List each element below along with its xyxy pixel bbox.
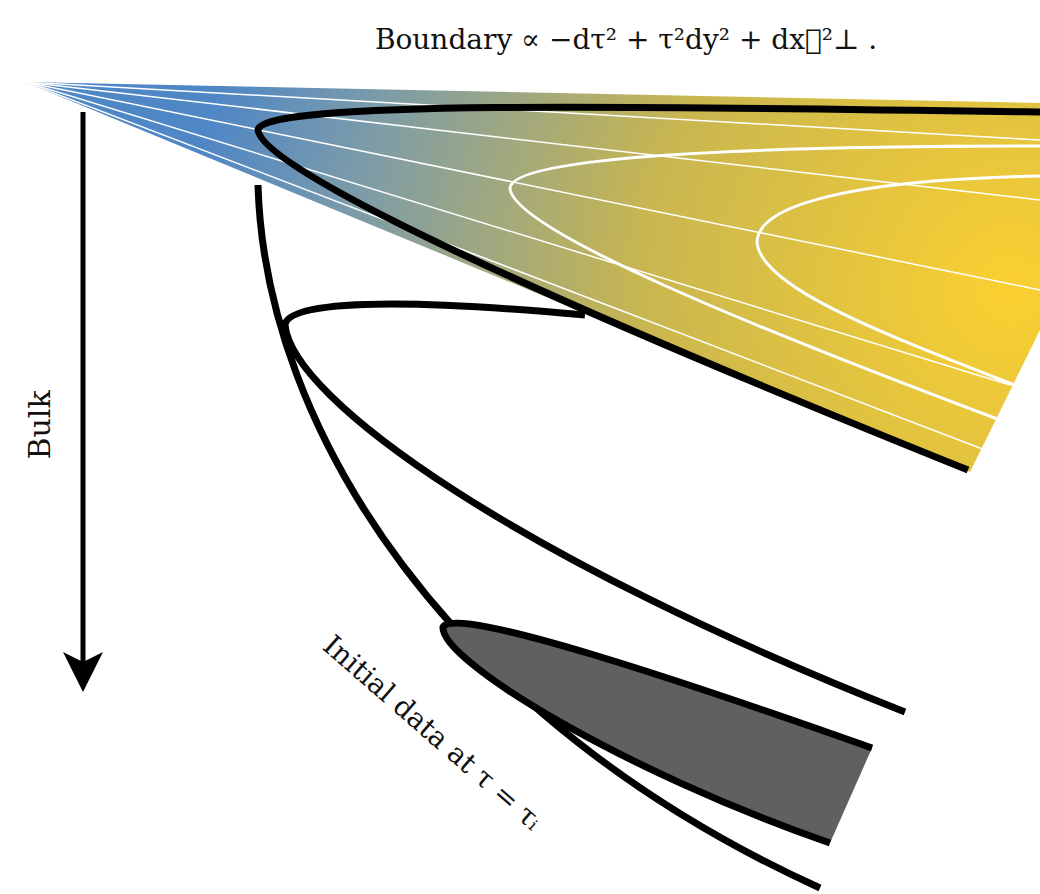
boundary-wedge bbox=[25, 82, 1040, 472]
boundary-grid bbox=[25, 82, 1040, 450]
boundary-metric: Boundary ∝ −dτ² + τ²dy² + dx⃗²⊥ . bbox=[375, 23, 877, 57]
boundary-hyperbola bbox=[258, 107, 1040, 470]
bulk-hyperbola bbox=[285, 304, 905, 712]
bulk-arrow bbox=[81, 112, 86, 672]
bulk-label: Bulk bbox=[22, 390, 58, 459]
